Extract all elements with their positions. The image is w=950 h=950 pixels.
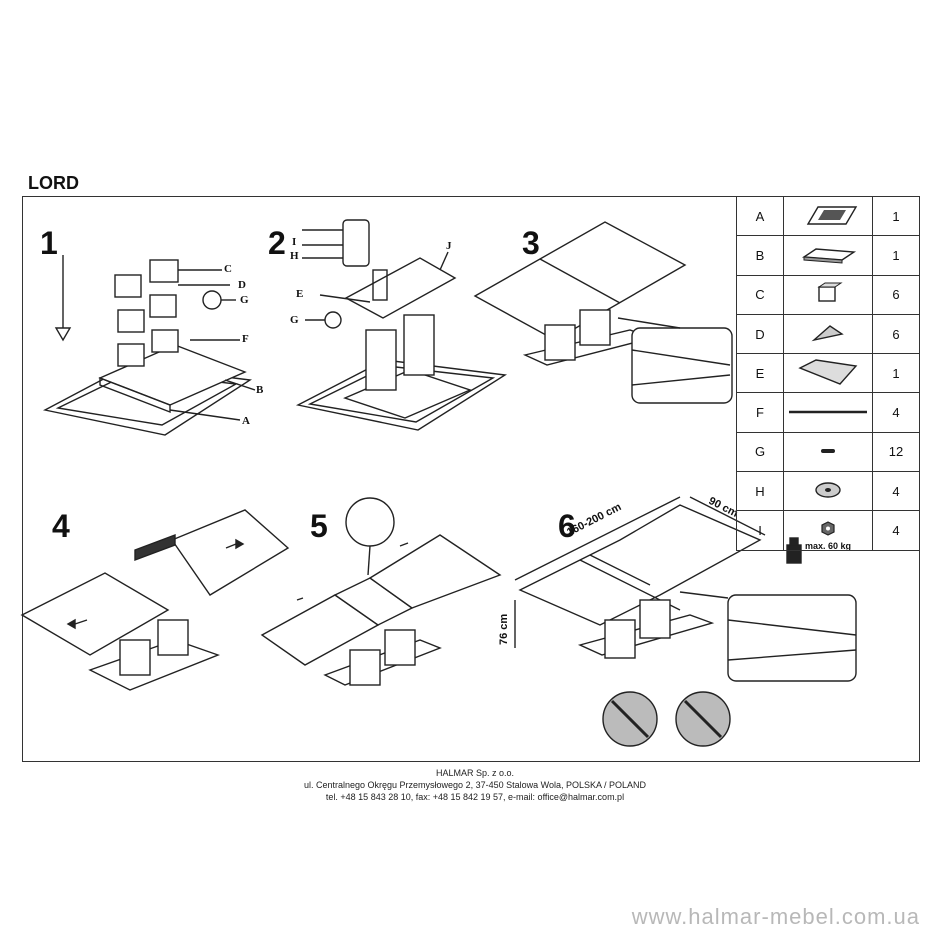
part-letter: C <box>736 274 784 315</box>
step3-drawing <box>473 221 733 404</box>
part-qty: 1 <box>872 235 920 276</box>
part-letter: G <box>736 431 784 473</box>
label-j: J <box>446 240 452 252</box>
rod-icon <box>783 392 873 433</box>
instruction-frame <box>22 196 920 762</box>
part-letter: F <box>736 392 784 433</box>
part-letter: E <box>736 353 784 394</box>
label-g: G <box>240 294 249 306</box>
part-qty: 1 <box>872 353 920 394</box>
label-h: H <box>290 250 299 262</box>
label-d: D <box>238 279 246 291</box>
part-letter: A <box>736 195 784 237</box>
step-5-number: 5 <box>310 508 328 544</box>
step-4-number: 4 <box>52 508 70 544</box>
label-a: A <box>242 415 250 427</box>
part-qty: 6 <box>872 274 920 315</box>
corner-bracket-icon <box>783 313 873 355</box>
step6-drawing <box>514 496 857 682</box>
step-6-number: 6 <box>558 508 576 544</box>
step-2-number: 2 <box>268 225 286 261</box>
label-g2: G <box>290 314 299 326</box>
parts-table: A 1 B 1 C 6 D 6 E 1 F 4 G <box>736 195 920 551</box>
step-1-number: 1 <box>40 225 58 261</box>
part-letter: H <box>736 471 784 512</box>
part-qty: 4 <box>872 392 920 433</box>
page-title: LORD <box>28 173 79 193</box>
table-row: D 6 <box>736 313 920 355</box>
washer-icon <box>783 471 873 512</box>
part-letter: B <box>736 235 784 276</box>
table-row: F 4 <box>736 392 920 433</box>
part-qty: 4 <box>872 510 920 551</box>
table-row: I 4 <box>736 510 920 551</box>
label-c: C <box>224 263 232 275</box>
mounting-plate-icon <box>783 353 873 394</box>
step-3-number: 3 <box>522 225 540 261</box>
part-letter: D <box>736 313 784 355</box>
label-f: F <box>242 333 249 345</box>
table-row: G 12 <box>736 431 920 473</box>
step1-drawing <box>42 255 256 436</box>
part-qty: 1 <box>872 195 920 237</box>
dowel-icon <box>783 431 873 473</box>
base-plate-icon <box>783 235 873 276</box>
part-qty: 4 <box>872 471 920 512</box>
footer-address: ul. Centralnego Okręgu Przemysłowego 2, … <box>303 780 646 790</box>
nut-icon <box>783 510 873 551</box>
table-row: C 6 <box>736 274 920 315</box>
warning-icons <box>602 691 731 747</box>
part-letter: I <box>736 510 784 551</box>
table-row: H 4 <box>736 471 920 512</box>
table-row: B 1 <box>736 235 920 276</box>
table-row: A 1 <box>736 195 920 237</box>
part-qty: 6 <box>872 313 920 355</box>
label-b: B <box>256 384 264 396</box>
label-e: E <box>296 288 304 300</box>
step5-drawing <box>260 497 502 686</box>
part-qty: 12 <box>872 431 920 473</box>
label-i: I <box>292 236 297 248</box>
step2-drawing <box>295 219 508 431</box>
watermark: www.halmar-mebel.com.ua <box>631 904 920 929</box>
dimension-height: 76 cm <box>498 613 510 645</box>
leg-block-icon <box>783 274 873 315</box>
footer-contact: tel. +48 15 843 28 10, fax: +48 15 842 1… <box>325 792 625 802</box>
table-row: E 1 <box>736 353 920 394</box>
tabletop-frame-icon <box>783 195 873 237</box>
footer-company: HALMAR Sp. z o.o. <box>435 768 515 778</box>
step4-drawing <box>20 509 290 691</box>
